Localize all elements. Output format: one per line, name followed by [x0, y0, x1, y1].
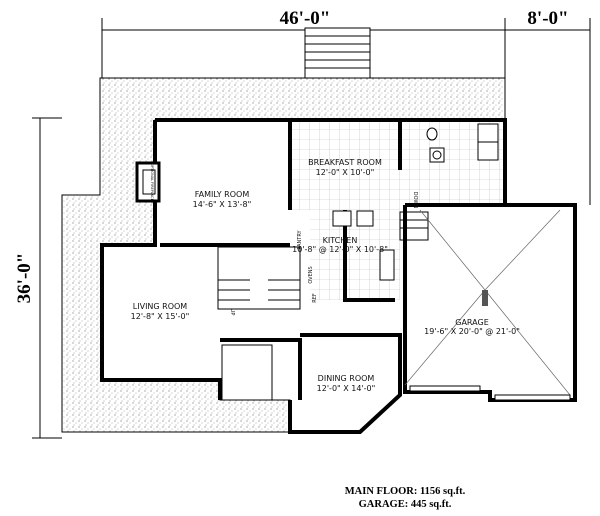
garage-area: GARAGE: 445 sq.ft.: [359, 499, 452, 510]
stairs: [217, 211, 429, 401]
ovens-label: OVENS: [308, 266, 314, 283]
bathroom-fixtures: [332, 123, 499, 281]
dining-room-name: DINING ROOM: [318, 374, 375, 383]
living-room-name: LIVING ROOM: [133, 302, 188, 311]
garage-size: 19'-6" X 20'-0" @ 21'-0": [424, 327, 520, 336]
fireplace-label: OPTIONAL FIREPLACE: [150, 163, 154, 201]
kitchen-name: KITCHEN: [323, 236, 358, 245]
garage-width-dimension: 8'-0": [527, 8, 568, 29]
room-breakfast: BREAKFAST ROOM 12'-0" X 10'-0": [308, 158, 382, 177]
porch-steps: [304, 27, 371, 79]
up-label: UP: [229, 309, 235, 316]
dining-room-size: 12'-0" X 14'-0": [317, 384, 376, 393]
breakfast-room-size: 12'-0" X 10'-0": [316, 168, 375, 177]
garage-doors: [409, 385, 571, 401]
ref-label: REF: [312, 293, 318, 303]
garage-diagonals: [404, 209, 571, 396]
garage-post: [482, 290, 488, 306]
width-dimension: 46'-0": [280, 8, 331, 29]
room-family: FAMILY ROOM 14'-6" X 13'-8": [193, 190, 252, 209]
room-living: LIVING ROOM 12'-8" X 15'-0": [131, 302, 190, 321]
kitchen-size: 10'-8" @ 12'-0" X 10'-8": [292, 245, 388, 254]
breakfast-room-name: BREAKFAST ROOM: [308, 158, 382, 167]
family-room-name: FAMILY ROOM: [195, 190, 250, 199]
fireplace: [135, 161, 161, 203]
room-kitchen: KITCHEN 10'-8" @ 12'-0" X 10'-8": [292, 236, 388, 254]
family-room-size: 14'-6" X 13'-8": [193, 200, 252, 209]
main-floor-area: MAIN FLOOR: 1156 sq.ft.: [345, 486, 466, 497]
walls: [100, 118, 577, 434]
garage-name: GARAGE: [455, 318, 489, 327]
down-label: DOWN: [412, 192, 418, 209]
pantry-label: PANTRY: [297, 229, 303, 249]
room-garage: GARAGE 19'-6" X 20'-0" @ 21'-0": [424, 318, 520, 336]
breakfast-floor: [290, 122, 400, 210]
room-dining: DINING ROOM 12'-0" X 14'-0": [317, 374, 376, 393]
depth-dimension: 36'-0": [14, 253, 35, 304]
living-room-size: 12'-8" X 15'-0": [131, 312, 190, 321]
